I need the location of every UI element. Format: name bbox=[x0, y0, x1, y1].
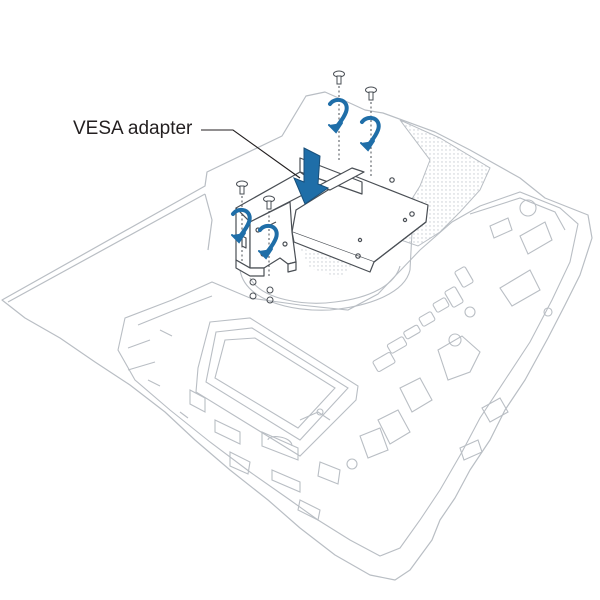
screw-icon bbox=[333, 70, 345, 85]
rotation-arrow-icon bbox=[258, 223, 279, 260]
rotation-arrow-icon bbox=[360, 115, 381, 152]
screw-icon bbox=[263, 195, 275, 210]
vesa-adapter-label: VESA adapter bbox=[73, 118, 193, 139]
insert-arrow-icon bbox=[293, 147, 330, 205]
device-back-panel bbox=[1, 91, 593, 581]
screw-posts bbox=[249, 278, 274, 304]
io-ports bbox=[346, 199, 553, 470]
screw-icon bbox=[365, 86, 377, 101]
rotation-arrows bbox=[231, 97, 381, 260]
rear-cover-frame bbox=[117, 191, 579, 557]
rotation-arrow-icon bbox=[231, 207, 252, 244]
drive-bay bbox=[147, 317, 359, 521]
rotation-arrow-icon bbox=[328, 97, 349, 134]
screw-icon bbox=[236, 180, 248, 195]
callout-leader bbox=[201, 129, 301, 179]
